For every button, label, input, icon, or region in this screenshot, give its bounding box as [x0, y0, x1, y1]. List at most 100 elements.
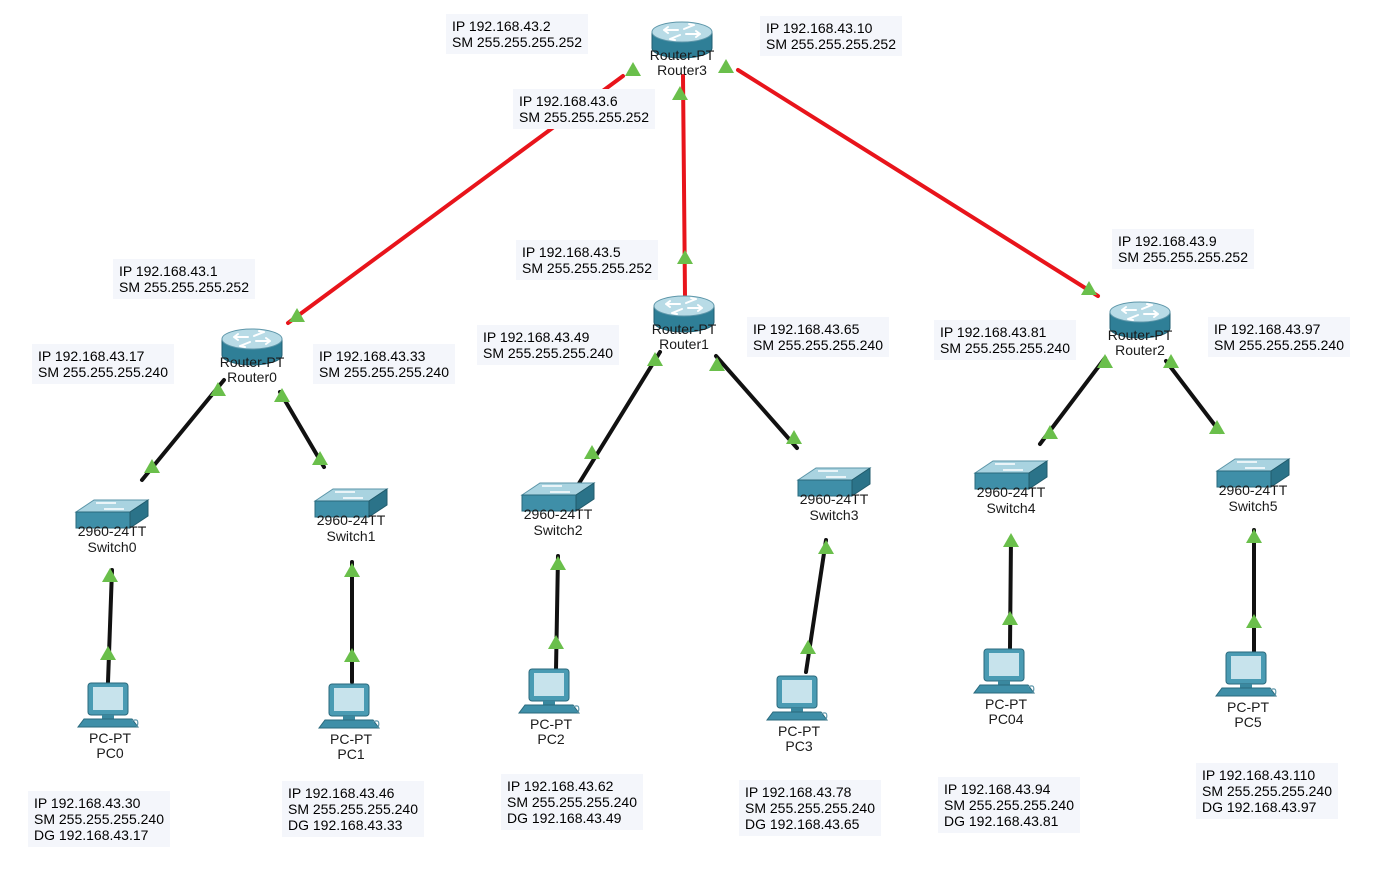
- ip-note-r1-to-r3[interactable]: IP 192.168.43.5SM 255.255.255.252: [516, 240, 658, 280]
- ethernet-link-router2-switch5[interactable]: [1164, 359, 1222, 434]
- device-name-label: PC5: [1234, 714, 1261, 730]
- port-up-indicator-icon: [1097, 354, 1113, 368]
- note-background: [1196, 763, 1338, 819]
- pc-icon: [973, 648, 1035, 694]
- router-icon: [653, 295, 715, 333]
- note-background: [938, 777, 1080, 833]
- switch-icon: [1215, 458, 1291, 488]
- note-line: SM 255.255.255.240: [753, 337, 883, 353]
- note-line: IP 192.168.43.10: [766, 20, 873, 36]
- switch-icon: [796, 467, 872, 497]
- device-model-label: PC-PT: [778, 723, 820, 739]
- serial-link-router3-router2[interactable]: [736, 68, 1100, 298]
- note-background: [113, 259, 255, 299]
- note-line: IP 192.168.43.33: [319, 348, 426, 364]
- port-up-indicator-icon: [1081, 281, 1097, 295]
- ip-note-r2-to-r3[interactable]: IP 192.168.43.9SM 255.255.255.252: [1112, 229, 1254, 269]
- switch-icon: [313, 488, 389, 518]
- ip-note-r3-to-r0[interactable]: IP 192.168.43.2SM 255.255.255.252: [446, 14, 588, 54]
- device-name-label: PC1: [337, 746, 364, 762]
- note-line: IP 192.168.43.2: [452, 18, 551, 34]
- note-background: [760, 16, 902, 56]
- note-line: SM 255.255.255.240: [1214, 337, 1344, 353]
- ip-note-r3-to-r1[interactable]: IP 192.168.43.6SM 255.255.255.252: [513, 89, 655, 129]
- device-name-label: Switch2: [533, 522, 582, 538]
- note-line: SM 255.255.255.240: [745, 800, 875, 816]
- devices-layer: Router-PTRouter3Router-PTRouter0Router-P…: [74, 21, 1291, 762]
- ip-note-r0-to-r3[interactable]: IP 192.168.43.1SM 255.255.255.252: [113, 259, 255, 299]
- switch-icon: [973, 460, 1049, 490]
- note-background: [313, 344, 455, 384]
- note-line: IP 192.168.43.94: [944, 781, 1051, 797]
- ethernet-link-router1-switch3[interactable]: [714, 354, 799, 450]
- port-up-indicator-icon: [344, 563, 360, 577]
- device-name-label: PC3: [785, 738, 812, 754]
- ethernet-link-switch0-pc0[interactable]: [106, 568, 114, 684]
- port-up-indicator-icon: [344, 648, 360, 662]
- note-line: IP 192.168.43.17: [38, 348, 145, 364]
- note-background: [1208, 317, 1350, 357]
- note-line: IP 192.168.43.78: [745, 784, 852, 800]
- port-up-indicator-icon: [1002, 611, 1018, 625]
- ethernet-link-router0-switch1[interactable]: [278, 390, 326, 469]
- note-line: SM 255.255.255.252: [766, 36, 896, 52]
- note-line: IP 192.168.43.97: [1214, 321, 1321, 337]
- note-line: IP 192.168.43.46: [288, 785, 395, 801]
- device-name-label: Router3: [657, 62, 707, 78]
- ethernet-link-router0-switch0[interactable]: [140, 378, 226, 482]
- port-up-indicator-icon: [786, 430, 802, 444]
- note-line: IP 192.168.43.81: [940, 324, 1047, 340]
- port-indicators-layer: [100, 59, 1262, 662]
- device-model-label: PC-PT: [330, 731, 372, 747]
- port-up-indicator-icon: [1246, 529, 1262, 543]
- note-line: SM 255.255.255.240: [34, 811, 164, 827]
- switch-icon: [520, 482, 596, 512]
- note-line: DG 192.168.43.33: [288, 817, 403, 833]
- port-up-indicator-icon: [672, 86, 688, 100]
- ethernet-link-switch2-pc2[interactable]: [554, 554, 560, 672]
- port-up-indicator-icon: [100, 646, 116, 660]
- port-up-indicator-icon: [274, 388, 290, 402]
- note-line: SM 255.255.255.240: [319, 364, 449, 380]
- ethernet-link-router1-switch2[interactable]: [576, 350, 662, 487]
- port-up-indicator-icon: [1246, 614, 1262, 628]
- note-line: IP 192.168.43.1: [119, 263, 218, 279]
- device-model-label: Router-PT: [1108, 327, 1173, 343]
- pc-icon: [766, 675, 828, 721]
- note-background: [516, 240, 658, 280]
- pc-icon: [518, 668, 580, 714]
- ethernet-link-switch4-pc04[interactable]: [1008, 536, 1013, 650]
- note-line: SM 255.255.255.240: [38, 364, 168, 380]
- note-line: SM 255.255.255.240: [288, 801, 418, 817]
- pc-icon: [1215, 651, 1277, 697]
